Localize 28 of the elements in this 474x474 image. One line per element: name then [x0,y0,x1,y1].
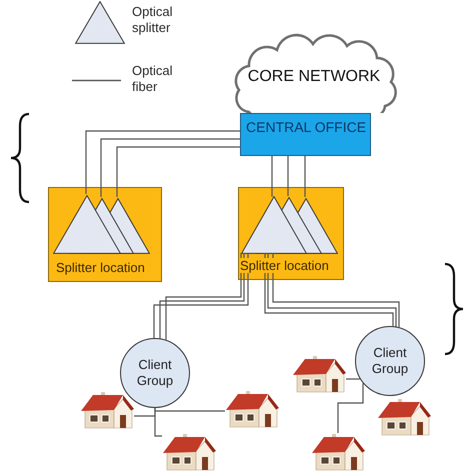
box-label: Splitter location [240,258,329,273]
house-icon [162,433,216,471]
fiber-line [337,383,364,433]
fiber-line [85,130,240,194]
legend-label: Optical fiber [132,63,174,95]
house-icon [80,391,134,429]
fiber-line [100,138,240,197]
splitter-site-box [238,187,344,280]
fiber-line [346,378,360,380]
house-icon [377,398,431,436]
office-box [240,113,371,156]
legend-label: Optical splitter [132,4,174,36]
cloud-label: CORE NETWORK [248,66,380,86]
fiber-line [116,146,240,197]
splitter-triangle [53,195,121,254]
circle-label: Client Group [136,357,174,389]
fiber-line [287,156,289,196]
box-label: Splitter location [56,260,145,275]
box-label: CENTRAL OFFICE [246,119,366,135]
fiber-line [154,408,225,412]
splitter-triangle [241,196,307,254]
house-icon [311,433,365,471]
fiber-line [271,156,273,197]
house-icon [225,390,279,428]
house-icon [292,355,346,393]
splitter-site-box [48,187,162,282]
fiber-line [304,156,306,197]
circle-label: Client Group [370,345,410,377]
